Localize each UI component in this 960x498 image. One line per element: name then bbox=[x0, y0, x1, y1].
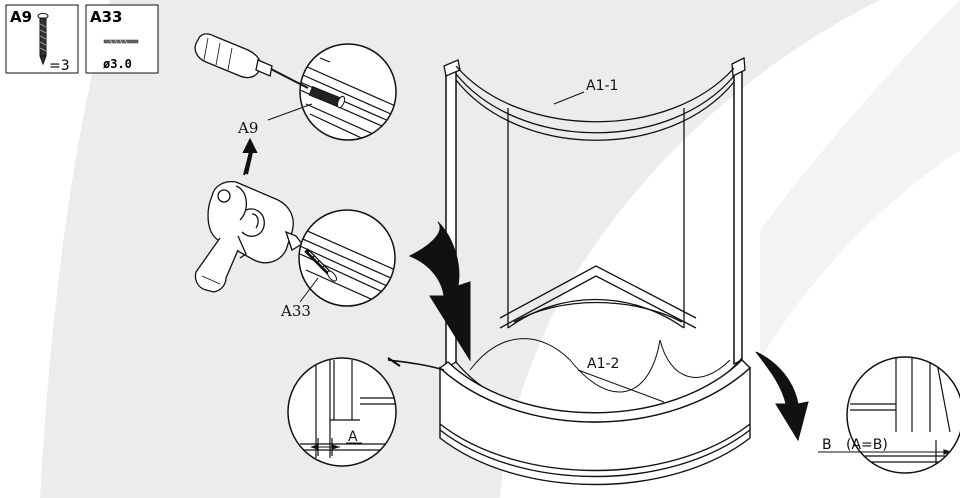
drill-bit-icon bbox=[103, 39, 139, 44]
background-swoosh-right bbox=[760, 0, 960, 360]
part-diameter-a33: ø3.0 bbox=[103, 57, 132, 71]
curved-arrow-right-icon bbox=[755, 351, 809, 442]
screw-in-rail-icon bbox=[308, 86, 346, 109]
callout-label-drill-bit: A33 bbox=[280, 302, 311, 320]
screwdriver-icon bbox=[194, 33, 301, 85]
part-box-a33: A33 ø3.0 bbox=[85, 4, 159, 74]
part-quantity-a9: =3 bbox=[49, 58, 70, 74]
callout-label-bottom-rail: A1-2 bbox=[587, 356, 619, 372]
callout-label-gap-b: B bbox=[822, 437, 832, 453]
callout-label-screw: A9 bbox=[237, 119, 258, 137]
gap-b-detail-magnifier bbox=[846, 356, 960, 474]
gap-a-detail-magnifier bbox=[287, 357, 397, 467]
drill-bit-in-rail-icon bbox=[304, 248, 337, 282]
part-code-a33: A33 bbox=[90, 8, 122, 26]
callout-label-equation: (A=B) bbox=[846, 437, 888, 453]
background-swoosh bbox=[40, 0, 880, 498]
shower-tray bbox=[438, 359, 752, 486]
callout-label-gap-a: A bbox=[348, 429, 358, 445]
screw-icon bbox=[37, 13, 49, 66]
drill-detail-magnifier bbox=[298, 209, 396, 307]
callout-label-top-rail: A1-1 bbox=[586, 78, 618, 94]
up-arrow-icon bbox=[242, 137, 258, 176]
power-drill-icon bbox=[194, 180, 313, 293]
part-code-a9: A9 bbox=[10, 8, 32, 26]
part-box-a9: A9 =3 bbox=[5, 4, 79, 74]
curved-arrow-left-icon bbox=[408, 221, 471, 362]
top-rail-a1-1 bbox=[455, 65, 735, 123]
screw-detail-magnifier bbox=[299, 43, 397, 141]
